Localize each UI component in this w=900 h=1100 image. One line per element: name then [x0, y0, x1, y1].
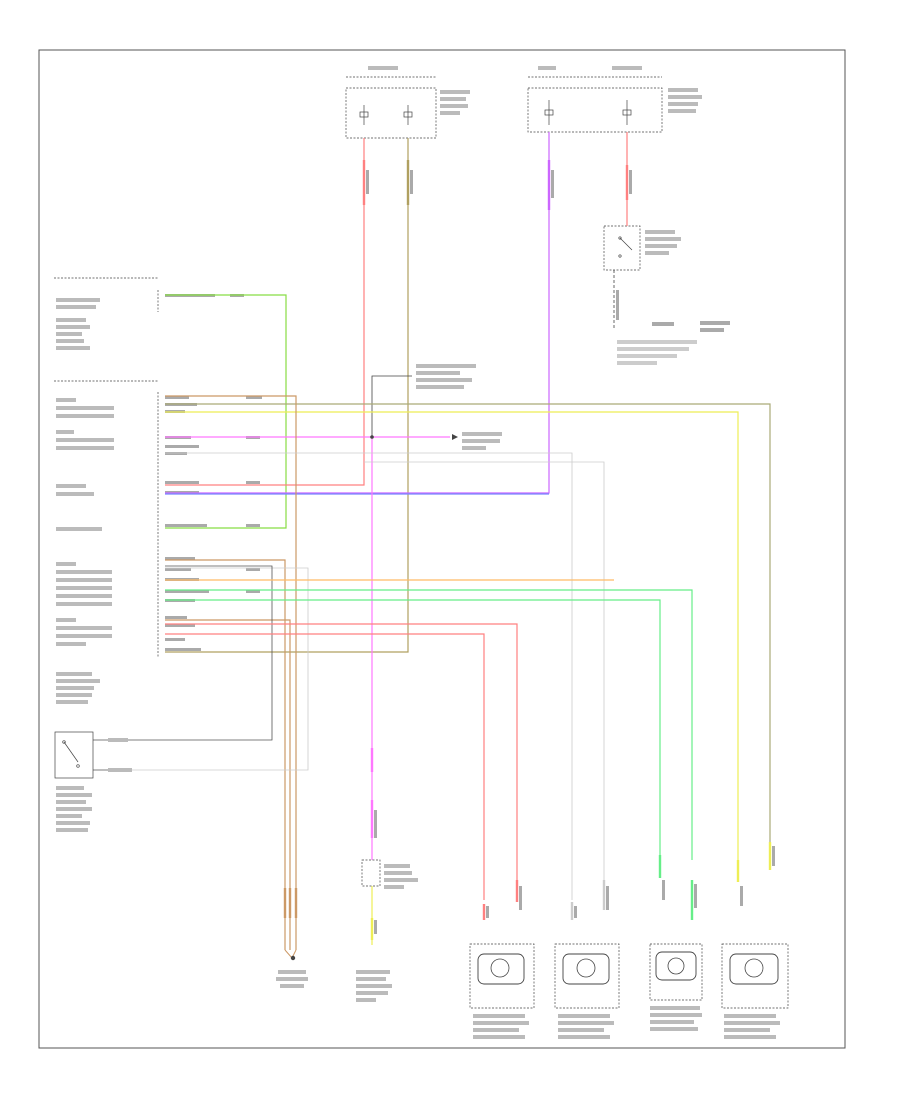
wheel-speed-sensor-2 [554, 943, 620, 1039]
pin-labels [165, 294, 262, 651]
wire-olive [165, 403, 771, 860]
diagram-border [38, 49, 846, 1049]
splice-arrow [416, 364, 502, 450]
wire-stubs [283, 748, 772, 920]
fuse-box-left-labels [368, 66, 470, 115]
wire-brown [165, 395, 297, 950]
brake-switch-labels [617, 230, 730, 365]
brake-switch [603, 225, 641, 271]
left-switch [54, 731, 108, 779]
left-switch-labels [56, 738, 132, 832]
wire-dark-splice [371, 375, 412, 437]
wire-pink-fuse [165, 138, 366, 486]
data-link-connector [356, 859, 418, 1002]
wire-light-green [165, 589, 693, 860]
wire-magenta [165, 436, 450, 860]
wire-yellow [165, 411, 739, 860]
wheel-speed-sensor-4 [721, 943, 789, 1039]
wire-gray [108, 452, 605, 900]
wire-tan-fuse [165, 138, 410, 653]
wheel-speed-sensor-1 [469, 943, 535, 1039]
ground-point [276, 949, 308, 988]
sensor-wire-labels [366, 170, 775, 934]
fuse-box-right [527, 76, 663, 133]
fuse-box-right-labels [538, 66, 702, 113]
wire-dark-switch [100, 565, 273, 741]
controller-module-labels [56, 298, 114, 704]
fuse-box-left [345, 76, 437, 139]
controller-module [54, 277, 159, 658]
wire-pink-sensor [165, 623, 518, 900]
wire-violet [165, 132, 551, 494]
wheel-speed-sensor-3 [649, 943, 703, 1031]
